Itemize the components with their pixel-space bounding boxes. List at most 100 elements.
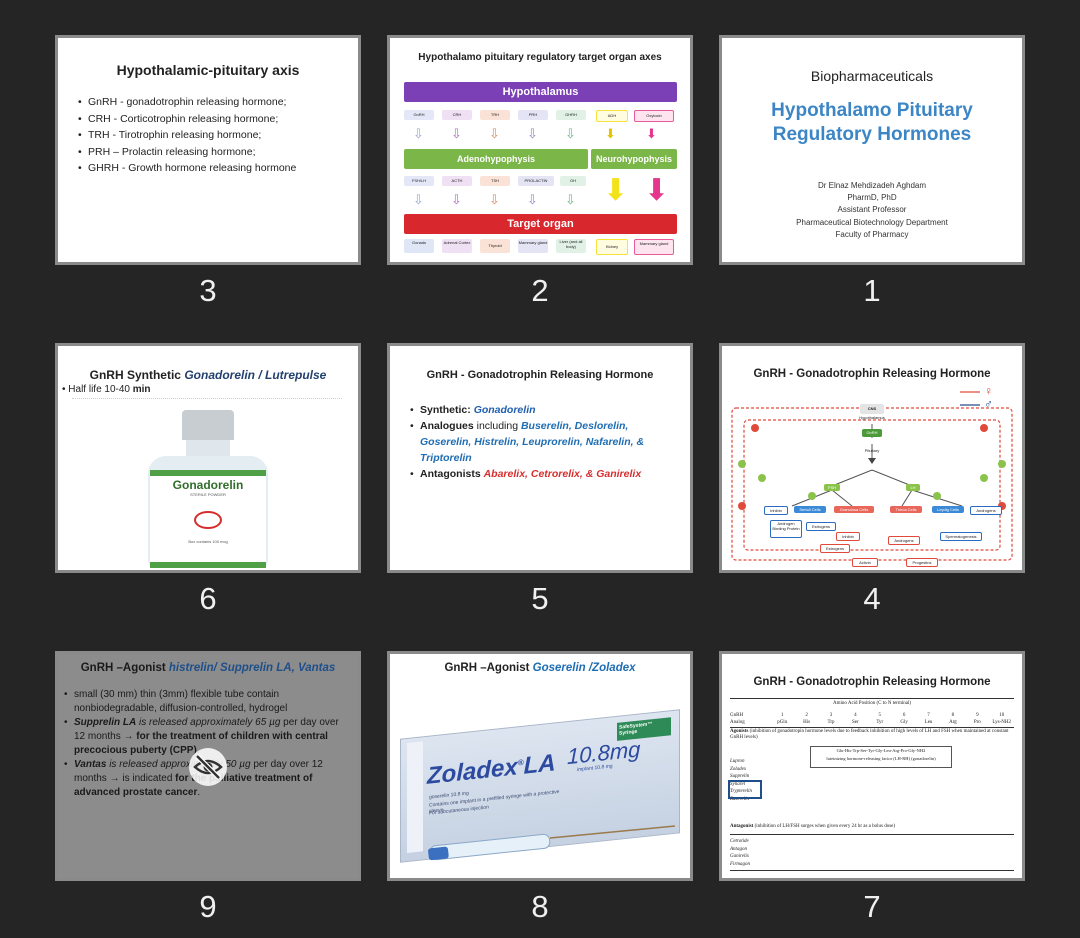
hypothalamus-bar: Hypothalamus: [404, 82, 677, 102]
bullet-list: small (30 mm) thin (3mm) flexible tube c…: [64, 688, 348, 800]
hormone-box: ACTH: [442, 176, 472, 186]
antagonist-name: Ganirelix: [730, 854, 749, 859]
leydig-node: Leydig Cells: [932, 506, 964, 513]
organ-box: Mammary gland: [518, 239, 548, 253]
slide-thumbnail-frame[interactable]: GnRH - Gonadotrophin Releasing Hormone A…: [719, 651, 1025, 881]
author-faculty: Faculty of Pharmacy: [835, 229, 909, 239]
target-organ-bar: Target organ: [404, 214, 677, 234]
residue-cell: Lys-NH2: [992, 720, 1012, 725]
table-rule: [730, 870, 1014, 871]
table-rule: [730, 727, 1014, 728]
title-text: GnRH –Agonist: [80, 662, 169, 674]
hormone-box: CRH: [442, 110, 472, 120]
author-block: Dr Elnaz Mehdizadeh Aghdam PharmD, PhD A…: [722, 180, 1022, 241]
inhibin-node: Inhibin: [836, 532, 860, 541]
organ-box: Gonads: [404, 239, 434, 253]
antagonist-names: Cetrotide Antagon Ganirelix Firmagon: [730, 838, 750, 868]
abp-node: Androgen Binding Protein: [770, 520, 802, 538]
agonist-name: Synarel: [730, 781, 746, 787]
syringe-image: [428, 825, 676, 861]
brand-logo: [194, 511, 222, 529]
pituitary-node: Pituitary: [864, 448, 880, 453]
slide-thumbnail-frame[interactable]: GnRH - Gonadotrophin Releasing Hormone: [719, 343, 1025, 573]
organ-box: Adrenal Cortex: [442, 239, 472, 253]
list-item: Supprelin LA is released approximately 6…: [64, 716, 348, 758]
slide-thumbnail-frame[interactable]: GnRH –Agonist Goserelin /Zoladex SafeSys…: [387, 651, 693, 881]
bullet-text: including: [473, 420, 521, 432]
agonist-names: Lupron Zoladex Supprelin Synarel Trypter…: [730, 758, 752, 803]
title-text: GnRH –Agonist: [444, 662, 533, 674]
hormone-box: FSH/LH: [404, 176, 434, 186]
slide-thumbnail-frame[interactable]: GnRH - Gonadotrophin Releasing Hormone S…: [387, 343, 693, 573]
position-cell: 8: [951, 713, 955, 718]
residue-cell: Gly: [900, 720, 908, 725]
sequence-box: Glu-His-Trp-Ser-Tyr-Gly-Leu-Arg-Pro-Gly-…: [810, 746, 952, 768]
down-arrow-icon: ⇩: [565, 126, 576, 141]
estrogens-node: Estrogens: [806, 522, 836, 531]
slide-subtitle: Biopharmaceuticals: [810, 68, 934, 84]
down-arrow-icon: ⇩: [489, 192, 500, 207]
activin-node: Activin: [852, 558, 878, 567]
row-label-text: GnRH: [730, 713, 744, 718]
section-desc: (inhibition of gonadotropin hormone leve…: [730, 729, 1009, 740]
eye-off-icon[interactable]: [188, 747, 228, 787]
hormone-box: PRH: [518, 110, 548, 120]
down-arrow-icon: ⇩: [451, 192, 462, 207]
vial-label-sub: STERILE POWDER: [190, 492, 226, 497]
author-department: Pharmaceutical Biotechnology Department: [796, 217, 948, 227]
male-symbol-icon: ♂: [984, 397, 993, 411]
drug-name: Vantas: [74, 759, 107, 770]
slide-thumbnail-frame[interactable]: Hypothalamo pituitary regulatory target …: [387, 35, 693, 265]
bullet-text: is released approximately 65 µg: [136, 717, 281, 728]
slide-thumbnail-frame[interactable]: Hypothalamic-pituitary axis GnRH - gonad…: [55, 35, 361, 265]
organ-box: Thyroid: [480, 239, 510, 253]
slide-title: GnRH - Gonadotrophin Releasing Hormone: [753, 676, 991, 688]
list-item: PRH – Prolactin releasing hormone;: [78, 144, 348, 161]
node-dot: [738, 502, 746, 510]
gnrh-node: GnRH: [862, 429, 882, 437]
residue-cell: Trp: [827, 720, 835, 725]
slide-number: 7: [863, 889, 881, 924]
fsh-node: FSH: [824, 484, 840, 491]
slide-thumbnail-frame[interactable]: GnRH Synthetic Gonadorelin / Lutrepulse …: [55, 343, 361, 573]
hypothalamus-node: Hypothalamus: [859, 415, 885, 420]
hormone-box: GH: [560, 176, 586, 186]
list-item: Vantas is released approximately 50 µg p…: [64, 758, 348, 800]
node-dot: [751, 424, 759, 432]
author-position: Assistant Professor: [837, 205, 907, 215]
list-item: GHRH - Growth hormone releasing hormone: [78, 160, 348, 177]
down-arrow-icon: ⬇: [605, 126, 616, 141]
position-cell: 10: [999, 713, 1005, 718]
slide-title: GnRH –Agonist histrelin/ Supprelin LA, V…: [58, 662, 358, 674]
slide-thumbnail-frame[interactable]: GnRH –Agonist histrelin/ Supprelin LA, V…: [55, 651, 361, 881]
slide-number: 6: [199, 581, 217, 616]
highlight-box: [728, 780, 762, 799]
slide-number: 3: [199, 273, 217, 308]
bullet-text: is released approximately 50 µg: [106, 759, 251, 770]
antagonist-name: Cetrotide: [730, 839, 749, 844]
position-cell: 3: [829, 713, 833, 718]
bullet-emphasis: for the treatment of children with centr…: [74, 731, 328, 756]
sequence-text: Glu-His-Trp-Ser-Tyr-Gly-Leu-Arg-Pro-Gly-…: [836, 748, 926, 753]
brand-name: Zoladex®LA: [427, 749, 556, 791]
hormone-box: Oxytocin: [634, 110, 674, 122]
vial-label-name: Gonadorelin: [172, 478, 244, 492]
theca-node: Theca Cells: [890, 506, 922, 513]
residue-cell: Pro: [973, 720, 981, 725]
slide-title: GnRH –Agonist Goserelin /Zoladex: [390, 662, 690, 674]
list-item: small (30 mm) thin (3mm) flexible tube c…: [64, 688, 348, 716]
vial-image: Gonadorelin STERILE POWDER Box contains …: [144, 410, 272, 568]
bullet-emphasis: for the palliative treatment of advanced…: [74, 773, 313, 798]
node-dot: [980, 424, 988, 432]
drug-names: Abarelix, Cetrorelix, & Ganirelix: [483, 468, 642, 480]
section-label: Agonists: [730, 729, 749, 734]
inhibin-node: Inhibin: [764, 506, 788, 515]
position-cell: 5: [878, 713, 882, 718]
residue-cell: Tyr: [876, 720, 884, 725]
androgens-node: Androgens: [970, 506, 1002, 515]
bullet-unit: min: [132, 384, 151, 395]
vial-label: Gonadorelin STERILE POWDER Box contains …: [150, 470, 266, 568]
residue-cell: Leu: [924, 720, 933, 725]
slide-thumbnail-frame[interactable]: Biopharmaceuticals Hypothalamo Pituitary…: [719, 35, 1025, 265]
